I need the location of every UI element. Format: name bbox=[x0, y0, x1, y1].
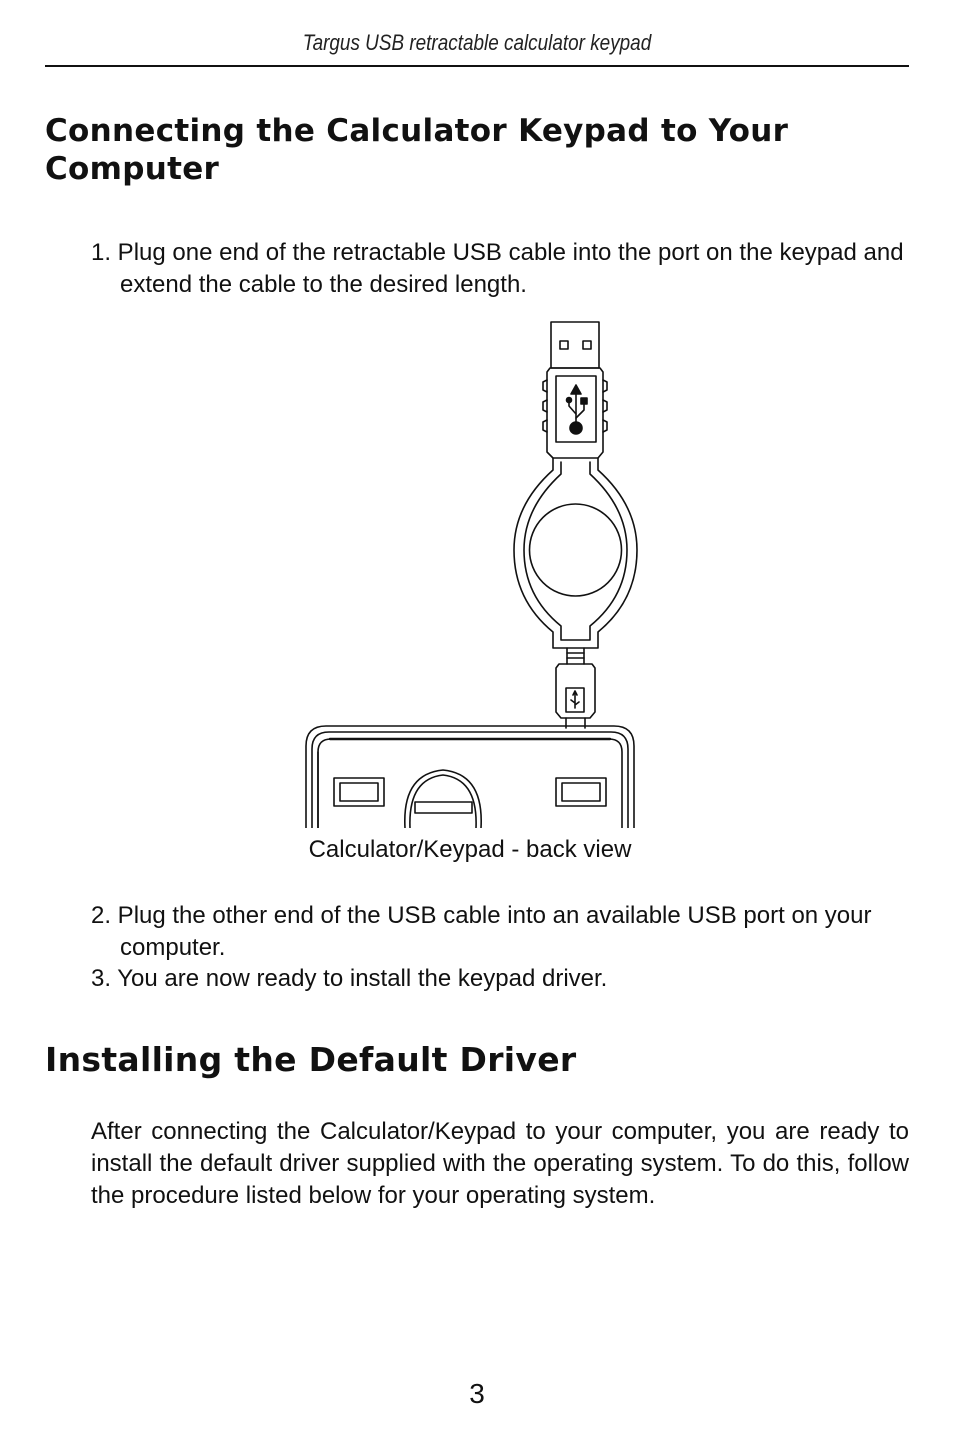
mini-usb-plug bbox=[555, 663, 596, 729]
install-intro-paragraph: After connecting the Calculator/Keypad t… bbox=[91, 1118, 909, 1209]
step-3: 3. You are now ready to install the keyp… bbox=[91, 965, 608, 992]
cable-strain-relief bbox=[566, 647, 585, 665]
page-number: 3 bbox=[469, 1378, 485, 1409]
header-rule bbox=[45, 65, 909, 67]
usb-symbol-icon bbox=[565, 384, 588, 435]
step-1: 1. Plug one end of the retractable USB c… bbox=[91, 239, 904, 298]
figure-caption: Calculator/Keypad - back view bbox=[308, 836, 632, 863]
usb-a-plug-tip bbox=[550, 321, 600, 369]
cable-reel bbox=[513, 457, 638, 649]
calculator-back-view-illustration bbox=[300, 318, 640, 833]
section-heading-installing: Installing the Default Driver bbox=[45, 1040, 577, 1079]
running-header: Targus USB retractable calculator keypad bbox=[302, 30, 652, 55]
step-2: 2. Plug the other end of the USB cable i… bbox=[91, 902, 872, 961]
section-heading-connecting: Connecting the Calculator Keypad to Your… bbox=[45, 113, 789, 187]
calculator-body-back bbox=[305, 725, 635, 829]
